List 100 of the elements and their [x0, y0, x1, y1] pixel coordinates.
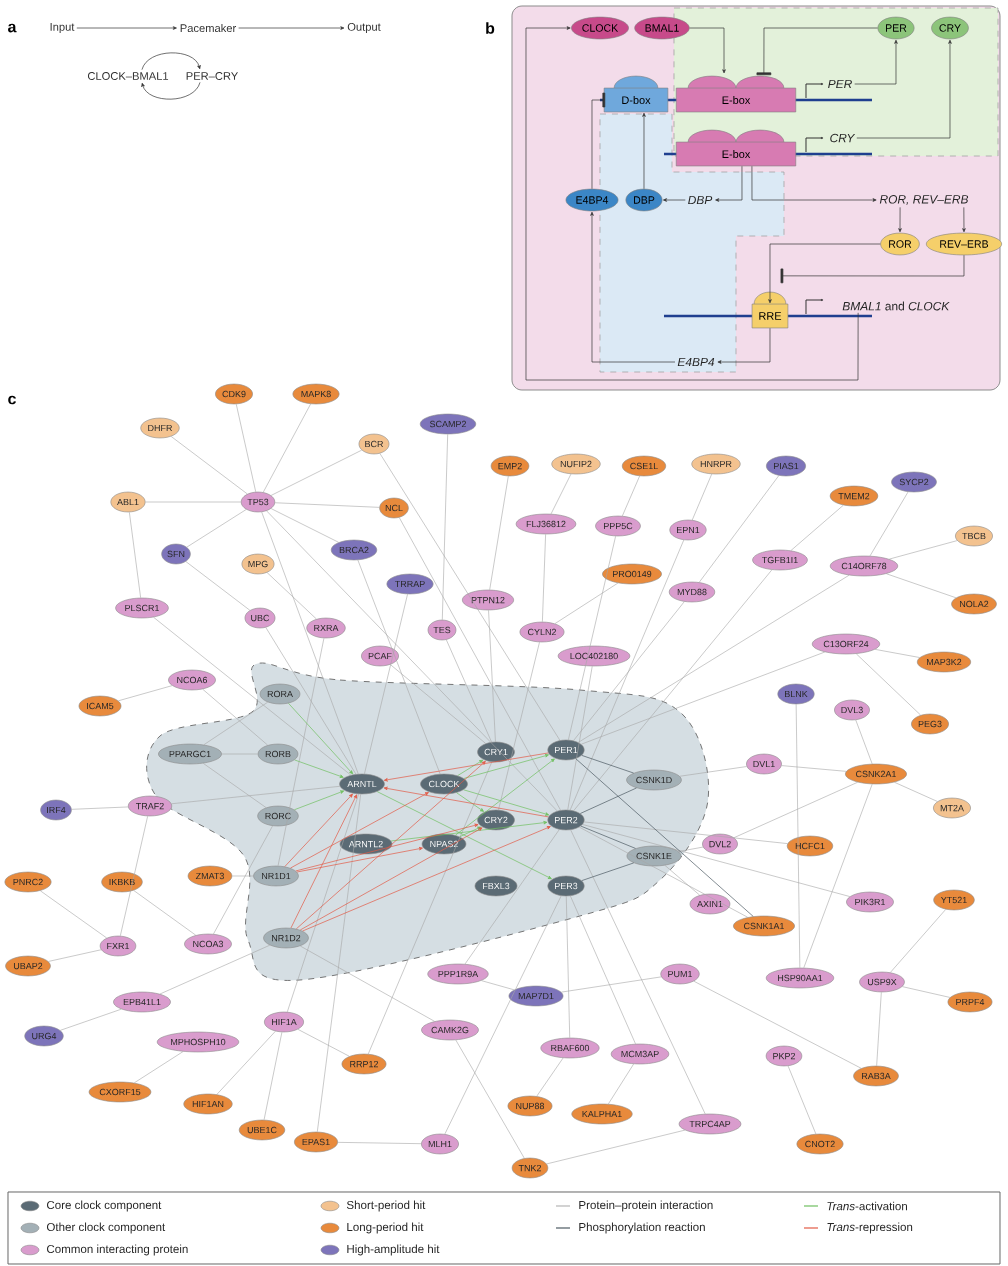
interaction-line	[367, 761, 493, 1055]
arrow	[383, 786, 549, 818]
arrow	[456, 792, 484, 812]
arrow	[455, 758, 555, 836]
interaction-line	[277, 637, 325, 867]
interaction-line	[581, 862, 635, 881]
arrow	[390, 820, 548, 842]
interaction-line	[894, 781, 938, 802]
interaction-line	[262, 403, 311, 493]
interaction-line	[398, 517, 561, 811]
interaction-line	[232, 875, 254, 877]
arrow	[715, 165, 743, 202]
interaction-line	[874, 649, 920, 658]
arrow	[689, 27, 726, 74]
interaction-line	[266, 510, 558, 812]
arrow	[856, 39, 952, 139]
interaction-line	[579, 826, 748, 918]
interaction-line	[855, 653, 921, 716]
interaction-line	[573, 569, 773, 811]
arrow	[290, 794, 357, 929]
interaction-line	[266, 572, 317, 620]
arrow	[383, 752, 549, 782]
interaction-line	[133, 1051, 184, 1084]
interaction-line	[569, 539, 685, 811]
interaction-line	[698, 475, 780, 583]
interaction-line	[570, 829, 706, 1115]
interaction-line	[297, 1029, 350, 1057]
arrow	[299, 827, 483, 931]
interaction-line	[542, 533, 546, 623]
interaction-line	[379, 453, 561, 741]
interaction-line	[464, 829, 560, 965]
interaction-line	[902, 986, 951, 998]
arrow	[141, 52, 201, 70]
arrow	[590, 211, 676, 363]
interaction-line	[550, 473, 572, 515]
interaction-line	[261, 511, 359, 775]
interaction-line	[171, 786, 341, 805]
interaction-line	[781, 765, 847, 772]
interaction-line	[693, 980, 862, 1069]
arrow	[768, 243, 881, 304]
arrow	[302, 826, 551, 932]
interaction-line	[573, 601, 685, 741]
arrow	[854, 39, 898, 85]
interaction-line	[235, 403, 257, 493]
interaction-line	[488, 609, 496, 743]
interaction-line	[202, 688, 269, 746]
interaction-line	[265, 627, 357, 775]
arrow	[296, 847, 423, 873]
interaction-line	[118, 685, 173, 702]
interaction-line	[803, 783, 873, 969]
interaction-line	[159, 944, 271, 995]
interaction-line	[546, 1129, 686, 1165]
interaction-line	[581, 651, 826, 745]
interaction-line	[664, 865, 700, 896]
interaction-line	[357, 559, 441, 775]
interaction-line	[568, 535, 616, 741]
interaction-line	[581, 755, 634, 774]
arrow	[751, 165, 877, 202]
interaction-line	[679, 766, 747, 777]
arrow	[295, 761, 486, 930]
interaction-line	[787, 1065, 817, 1135]
arrow	[76, 26, 177, 30]
interaction-line	[580, 825, 636, 849]
interaction-line	[869, 491, 909, 557]
interaction-line	[71, 806, 129, 810]
interaction-line	[270, 508, 339, 543]
interaction-line	[185, 561, 251, 611]
arrow	[463, 754, 549, 779]
arrow	[238, 26, 345, 30]
interaction-line	[287, 793, 359, 1013]
interaction-line	[565, 895, 571, 1039]
interaction-line	[133, 890, 197, 936]
interaction-line	[622, 475, 640, 517]
interaction-line	[364, 593, 408, 775]
interaction-line	[536, 1057, 564, 1097]
interaction-line	[691, 473, 712, 521]
arrow	[663, 198, 686, 202]
interaction-line	[444, 895, 562, 1135]
arrow	[457, 759, 484, 776]
interaction-line	[561, 976, 662, 993]
inhibition-line	[780, 254, 965, 284]
interaction-line	[498, 641, 540, 811]
interaction-line	[120, 815, 148, 937]
interaction-line	[213, 825, 273, 935]
interaction-line	[583, 821, 788, 844]
arrow	[717, 327, 771, 364]
interaction-line	[48, 949, 102, 962]
interaction-line	[263, 1031, 283, 1121]
inhibition-line	[591, 92, 606, 190]
interaction-line	[578, 574, 850, 743]
arrow	[294, 790, 345, 811]
interaction-line	[855, 719, 873, 765]
interaction-line	[203, 701, 269, 746]
interaction-line	[876, 991, 882, 1067]
interaction-line	[446, 639, 492, 743]
interaction-line	[575, 758, 754, 917]
arrow	[459, 826, 482, 838]
interaction-line	[60, 1008, 122, 1031]
interaction-line	[40, 890, 107, 939]
interaction-line	[608, 1063, 634, 1105]
